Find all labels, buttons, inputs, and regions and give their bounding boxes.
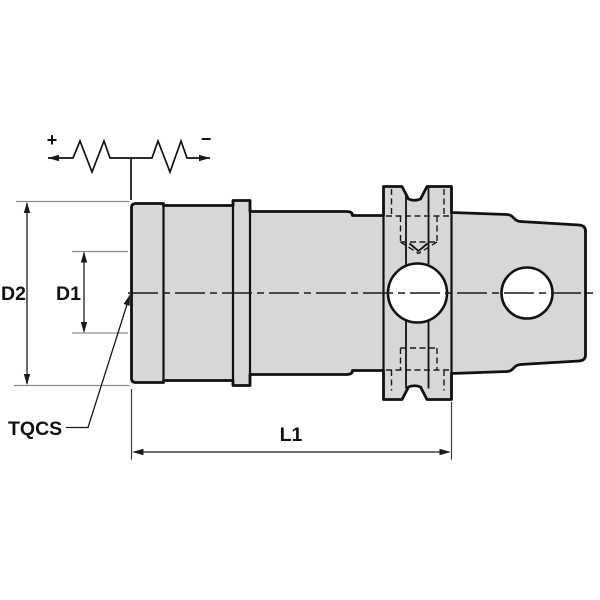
plus-sign: +	[47, 130, 58, 150]
spring-adjustment-symbol: + −	[47, 129, 212, 200]
spring-zigzag	[48, 138, 210, 175]
hidden-bore-bottom	[386, 347, 450, 391]
d2-label: D2	[1, 283, 26, 305]
l1-arrowhead-right	[439, 448, 451, 456]
hidden-bore-top	[386, 189, 450, 255]
spring-left-arrowhead	[48, 154, 59, 162]
d1-label: D1	[56, 283, 81, 305]
set-screw-point-chevron	[408, 242, 429, 253]
dimension-l1: L1	[130, 389, 453, 460]
d2-arrowhead-top	[23, 202, 31, 213]
body-outline	[130, 185, 587, 401]
minus-sign: −	[201, 129, 212, 149]
d1-arrowhead-bottom	[80, 322, 88, 333]
toolholder-body	[128, 185, 597, 401]
d1-arrowhead-top	[80, 251, 88, 263]
l1-arrowhead-left	[132, 448, 144, 456]
l1-label: L1	[280, 424, 303, 446]
d2-arrowhead-bottom	[23, 374, 31, 385]
dimension-d2: D2	[1, 200, 130, 387]
tqcs-label: TQCS	[8, 418, 62, 440]
collar-hidden-lines	[386, 189, 450, 391]
tqcs-arrowhead	[123, 294, 130, 306]
dimension-d1: D1	[56, 250, 128, 334]
spring-right-arrowhead	[199, 154, 210, 162]
tqcs-callout: TQCS	[8, 294, 130, 440]
tqcs-leader-line	[66, 302, 129, 429]
